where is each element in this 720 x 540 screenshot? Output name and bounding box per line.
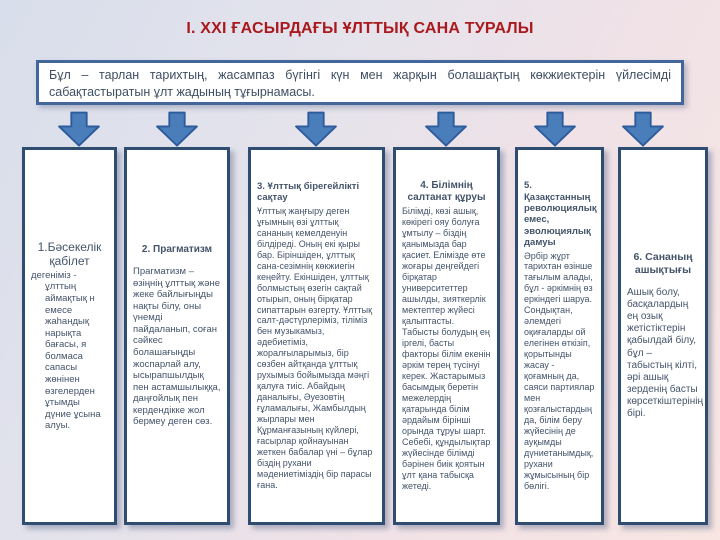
box-heading: 4. Білімнің салтанат құруы	[407, 180, 486, 204]
concept-box-pragmatism: 2. Прагматизм Прагматизм – өзіңнің ұлтты…	[124, 147, 230, 525]
concept-box-competitiveness: 1.Бәсекелік қабілет дегеніміз - ұлттың а…	[22, 147, 117, 525]
concept-box-national-identity: 3. Ұлттық бірегейлікті сақтау Ұлттық жаң…	[248, 147, 385, 525]
down-arrow-icon	[295, 111, 337, 147]
concept-box-open-mind: 6. Сананың ашықтығы Ашық болу, басқалард…	[618, 147, 708, 525]
box-body: Білімді, көзі ашық, көкірегі ояу болуға …	[402, 206, 491, 491]
concept-box-content: 2. Прагматизм Прагматизм – өзіңнің ұлтты…	[127, 150, 227, 522]
concept-box-evolutionary-development: 5. Қазақстанның революциялық емес, эволю…	[515, 147, 604, 525]
intro-box: Бұл – тарлан тарихтың, жасампаз бүгінгі …	[36, 60, 684, 105]
concept-box-knowledge: 4. Білімнің салтанат құруы Білімді, көзі…	[393, 147, 500, 525]
box-body: Ұлттық жаңғыру деген ұғымның өзі ұлттық …	[257, 205, 373, 491]
box-heading: 1.Бәсекелік қабілет	[37, 240, 102, 269]
box-body: Әрбір жұрт тарихтан өзінше тағылым алады…	[524, 250, 595, 491]
intro-text: Бұл – тарлан тарихтың, жасампаз бүгінгі …	[49, 68, 671, 99]
box-heading: 3. Ұлттық бірегейлікті сақтау	[257, 181, 360, 204]
box-heading: 2. Прагматизм	[141, 243, 213, 255]
down-arrow-icon	[156, 111, 198, 147]
box-body: Ашық болу, басқалардың ең озық жетістікт…	[627, 286, 704, 420]
concept-box-content: 3. Ұлттық бірегейлікті сақтау Ұлттық жаң…	[251, 150, 382, 522]
box-body: дегеніміз - ұлттың аймақтық н емесе жаһа…	[31, 269, 101, 432]
box-heading: 6. Сананың ашықтығы	[633, 251, 693, 276]
concept-box-content: 4. Білімнің салтанат құруы Білімді, көзі…	[396, 150, 497, 522]
slide-title: І. XXI ҒАСЫРДАҒЫ ҰЛТТЫҚ САНА ТУРАЛЫ	[186, 20, 534, 37]
box-body: Прагматизм – өзіңнің ұлттық және жеке ба…	[133, 265, 221, 428]
concept-box-content: 1.Бәсекелік қабілет дегеніміз - ұлттың а…	[25, 150, 114, 522]
down-arrow-icon	[58, 111, 100, 147]
concept-box-content: 6. Сананың ашықтығы Ашық болу, басқалард…	[621, 150, 705, 522]
concept-box-content: 5. Қазақстанның революциялық емес, эволю…	[518, 150, 601, 522]
down-arrow-icon	[425, 111, 467, 147]
box-heading: 5. Қазақстанның революциялық емес, эволю…	[524, 180, 597, 249]
down-arrow-icon	[534, 111, 576, 147]
down-arrow-icon	[622, 111, 664, 147]
